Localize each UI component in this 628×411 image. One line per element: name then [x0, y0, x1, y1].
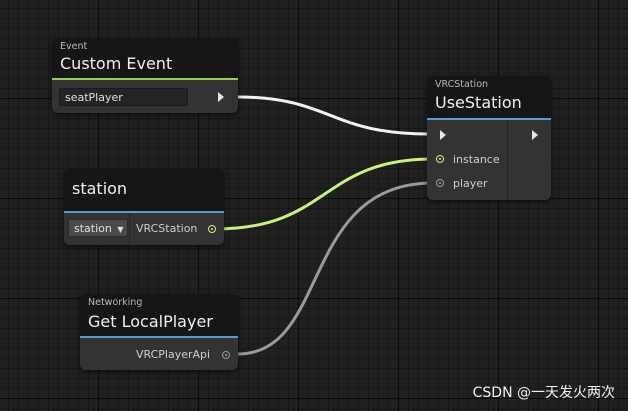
- triangle-right-icon[interactable]: [532, 130, 538, 140]
- node-title: UseStation: [435, 93, 522, 112]
- node-category: VRCStation: [435, 79, 489, 90]
- node-accent-bar: [427, 118, 551, 120]
- node-title: Get LocalPlayer: [88, 312, 213, 331]
- triangle-right-icon[interactable]: [440, 130, 446, 140]
- node-title: Custom Event: [60, 54, 173, 73]
- player-input-port[interactable]: [436, 179, 444, 187]
- output-label: VRCPlayerApi: [136, 348, 211, 361]
- station-variable-node[interactable]: station station ▼ VRCStation: [64, 169, 224, 245]
- flow-wire: [237, 95, 429, 136]
- node-category: Networking: [88, 297, 143, 308]
- watermark: CSDN @一天发火两次: [472, 385, 615, 401]
- node-header[interactable]: Event Custom Event: [52, 38, 238, 80]
- input-label-instance: instance: [453, 153, 500, 166]
- port-dot: [211, 228, 213, 230]
- port-dot: [439, 158, 441, 160]
- custom-event-node[interactable]: Event Custom Event seatPlayer: [52, 38, 238, 113]
- triangle-right-icon[interactable]: [218, 92, 224, 102]
- usestation-node[interactable]: VRCStation UseStation instance player: [427, 76, 551, 200]
- player-wire: [237, 181, 434, 356]
- node-header[interactable]: station: [64, 169, 224, 213]
- port-dot: [439, 182, 441, 184]
- node-header[interactable]: VRCStation UseStation: [427, 76, 551, 120]
- input-label-player: player: [453, 177, 488, 190]
- column-divider: [129, 213, 130, 245]
- node-header[interactable]: Networking Get LocalPlayer: [80, 294, 238, 338]
- dropdown-value: station: [74, 222, 112, 235]
- instance-input-port[interactable]: [436, 155, 444, 163]
- node-title: station: [72, 179, 128, 198]
- caret-down-icon: ▼: [117, 225, 124, 234]
- node-category: Event: [60, 41, 88, 52]
- get-localplayer-node[interactable]: Networking Get LocalPlayer VRCPlayerApi: [80, 294, 238, 370]
- event-name-input[interactable]: seatPlayer: [59, 88, 188, 106]
- node-accent-bar: [80, 336, 238, 338]
- vrcplayerapi-output-port[interactable]: [222, 351, 230, 359]
- port-dot: [225, 354, 227, 356]
- output-label: VRCStation: [136, 222, 198, 235]
- column-divider: [507, 120, 508, 200]
- variable-dropdown[interactable]: station ▼: [68, 219, 128, 237]
- vrcstation-output-port[interactable]: [208, 225, 216, 233]
- node-accent-bar: [52, 78, 238, 80]
- node-accent-bar: [64, 211, 224, 213]
- station-wire: [214, 157, 434, 231]
